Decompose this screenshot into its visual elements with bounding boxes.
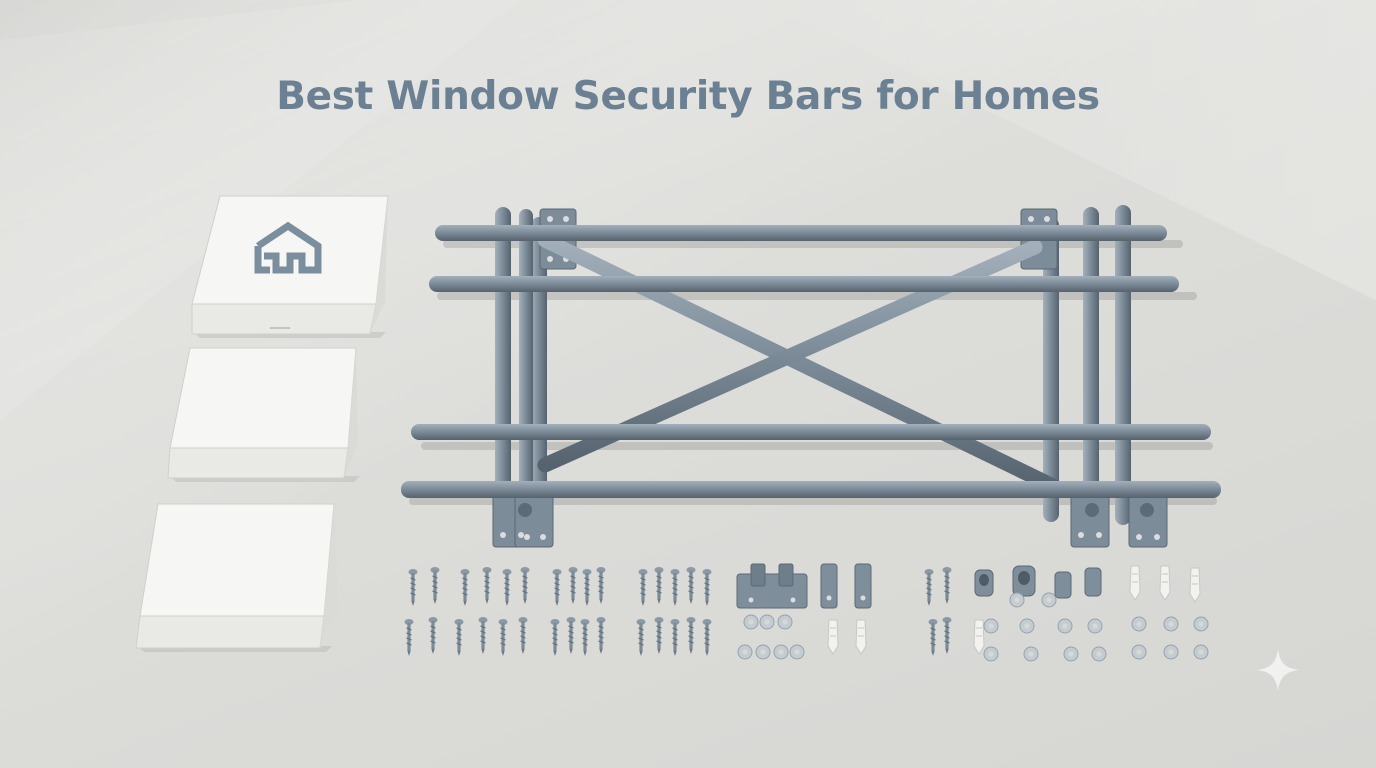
vertical-bar-2 (531, 217, 547, 522)
screws-group-2 (550, 566, 606, 657)
house-icon (254, 221, 322, 274)
screws-group-4 (924, 566, 952, 657)
vertical-bar-3 (1043, 217, 1059, 522)
security-bar-frame (401, 205, 1221, 548)
vertical-bar-4 (1083, 207, 1099, 519)
product-box-bottom (135, 503, 338, 652)
vertical-bar-1 (495, 207, 511, 519)
horizontal-bar-1 (435, 225, 1167, 241)
hardware-set (404, 563, 1209, 662)
screws-group-1 (404, 566, 530, 657)
horizontal-bar-2 (429, 276, 1179, 292)
horizontal-bar-3 (411, 424, 1211, 440)
product-box-middle (167, 347, 360, 482)
page-title: Best Window Security Bars for Homes (276, 74, 1100, 119)
spacers (974, 565, 1102, 599)
l-brackets (736, 563, 872, 609)
washers-group-2 (983, 592, 1209, 662)
product-box-top (191, 195, 389, 338)
anchors-group-1 (827, 619, 867, 655)
washers-group-1 (737, 614, 805, 660)
horizontal-bar-4 (401, 481, 1221, 498)
screws-group-3 (636, 566, 712, 657)
sparkle-icon (1257, 649, 1299, 691)
